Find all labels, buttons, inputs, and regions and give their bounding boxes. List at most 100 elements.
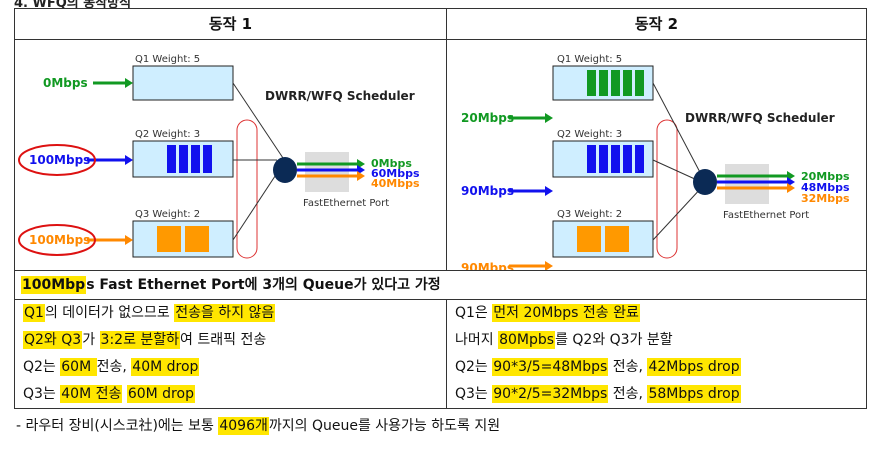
highlighted-text: 4096개	[218, 417, 269, 435]
output-rate-3: 40Mbps	[371, 177, 420, 190]
highlighted-text: 40M drop	[131, 358, 200, 376]
explanation-line: Q1은 먼저 20Mbps 전송 완료	[447, 300, 866, 327]
wfq-table: 동작 1 동작 2 Q1 Weight: 5 Q2 Weight: 3 Q3 W…	[14, 8, 867, 409]
text-segment: 전송,	[96, 359, 132, 375]
input-rate-3: 90Mbps	[461, 261, 514, 270]
queue-label-3: Q3 Weight: 2	[557, 209, 622, 220]
output-rate-1: 20Mbps	[801, 170, 850, 183]
text-segment: 전송,	[608, 386, 648, 402]
highlighted-text: Q2와 Q3	[23, 331, 83, 349]
packet	[203, 145, 212, 173]
text-segment: 나머지	[455, 332, 499, 348]
input-rate-3: 100Mbps	[29, 233, 90, 247]
highlighted-text: 90*2/5=32Mbps	[492, 385, 609, 403]
arrow-head	[545, 261, 553, 270]
queue-box-1	[132, 65, 234, 101]
port-label: FastEthernet Port	[303, 198, 389, 209]
diagram-case-1: Q1 Weight: 5 Q2 Weight: 3 Q3 Weight: 2 0…	[14, 39, 447, 271]
assumption-text: s Fast Ethernet Port에 3개의 Queue가 있다고 가정	[86, 277, 441, 293]
input-rate-1: 20Mbps	[461, 111, 514, 125]
text-segment: - 라우터 장비(시스코社)에는 보통	[16, 418, 219, 434]
assumption-row: 100Mbps Fast Ethernet Port에 3개의 Queue가 있…	[14, 270, 867, 300]
output-rate-2: 60Mbps	[371, 167, 420, 180]
annotation-circle	[18, 224, 96, 256]
queue-label-3: Q3 Weight: 2	[135, 209, 200, 220]
highlighted-text: 58Mbps drop	[647, 385, 741, 403]
explanation-line: Q3는 40M 전송 60M drop	[15, 381, 446, 408]
arrow-head	[545, 186, 553, 196]
explanation-line: Q3는 90*2/5=32Mbps 전송, 58Mbps drop	[447, 381, 866, 408]
text-segment: 가	[82, 332, 100, 348]
highlighted-text: 42Mbps drop	[647, 358, 741, 376]
text-segment: 를 Q2와 Q3가 분할	[555, 332, 673, 348]
section-heading-cut: 4. WFQ의 동작방식	[14, 0, 132, 11]
packet	[587, 145, 596, 173]
assumption-highlight: 100Mbp	[21, 276, 87, 294]
packet	[623, 70, 632, 96]
packet	[599, 145, 608, 173]
scheduler-label: DWRR/WFQ Scheduler	[685, 111, 835, 125]
highlighted-text: 40M 전송	[60, 385, 123, 403]
scheduler-label: DWRR/WFQ Scheduler	[265, 89, 415, 103]
highlighted-text: 60M drop	[126, 385, 195, 403]
highlighted-text: 80Mpbs	[498, 331, 556, 349]
scheduler-node	[693, 169, 717, 195]
output-rate-2: 48Mbps	[801, 181, 850, 194]
packet	[635, 145, 644, 173]
packet	[599, 70, 608, 96]
text-segment: 전송,	[608, 359, 648, 375]
packet	[611, 70, 620, 96]
packet	[167, 145, 176, 173]
packet	[611, 145, 620, 173]
footer-note: - 라우터 장비(시스코社)에는 보통 4096개까지의 Queue를 사용가능…	[16, 415, 500, 435]
scheduler-bracket	[236, 119, 258, 259]
input-rate-2: 100Mbps	[29, 153, 90, 167]
queue-box-3	[132, 220, 234, 258]
wfq-diagram-2: Q1 Weight: 5 Q2 Weight: 3 Q3 Weight: 2 2…	[461, 54, 850, 270]
header-case-1: 동작 1	[14, 8, 447, 40]
queue-box-3	[552, 220, 654, 258]
packet	[623, 145, 632, 173]
highlighted-text: 90*3/5=48Mbps	[492, 358, 609, 376]
text-segment: Q1은	[455, 305, 493, 321]
text-segment: Q2는	[455, 359, 493, 375]
text-segment: 까지의 Queue를 사용가능 하도록 지원	[268, 418, 501, 434]
highlighted-text: 60M	[60, 358, 97, 376]
highlighted-text: 전송을 하지 않음	[174, 304, 276, 322]
input-rate-2: 90Mbps	[461, 184, 514, 198]
output-rate-1: 0Mbps	[371, 157, 412, 170]
explanation-line: 나머지 80Mpbs를 Q2와 Q3가 분할	[447, 327, 866, 354]
diagram-case-2: Q1 Weight: 5 Q2 Weight: 3 Q3 Weight: 2 2…	[446, 39, 867, 271]
text-segment: Q2는	[23, 359, 61, 375]
arrow-head	[787, 183, 795, 193]
link	[232, 163, 284, 241]
queue-label-1: Q1 Weight: 5	[135, 54, 200, 65]
packet	[635, 70, 644, 96]
port-box	[305, 152, 349, 192]
arrow-head	[125, 155, 133, 165]
packet	[157, 226, 181, 252]
text-segment: 여 트래픽 전송	[180, 332, 267, 348]
queue-label-1: Q1 Weight: 5	[557, 54, 622, 65]
packet	[185, 226, 209, 252]
arrow-head	[545, 113, 553, 123]
arrow-head	[125, 78, 133, 88]
highlighted-text: 3:2로 분할하	[99, 331, 181, 349]
scheduler-bracket	[656, 119, 678, 259]
annotation-circle	[18, 144, 96, 176]
port-label: FastEthernet Port	[723, 210, 809, 221]
header-case-2: 동작 2	[446, 8, 867, 40]
packet	[605, 226, 629, 252]
link	[232, 82, 284, 159]
text-segment: Q3는	[23, 386, 61, 402]
wfq-diagram-1: Q1 Weight: 5 Q2 Weight: 3 Q3 Weight: 2 0…	[18, 54, 420, 259]
highlighted-text: Q1	[23, 304, 45, 322]
explanation-line: Q2는 90*3/5=48Mbps 전송, 42Mbps drop	[447, 354, 866, 381]
queue-label-2: Q2 Weight: 3	[135, 129, 200, 140]
highlighted-text: 먼저 20Mbps 전송 완료	[492, 304, 640, 322]
explanation-line: Q2는 60M 전송, 40M drop	[15, 354, 446, 381]
port-box	[725, 164, 769, 204]
link	[652, 185, 704, 241]
